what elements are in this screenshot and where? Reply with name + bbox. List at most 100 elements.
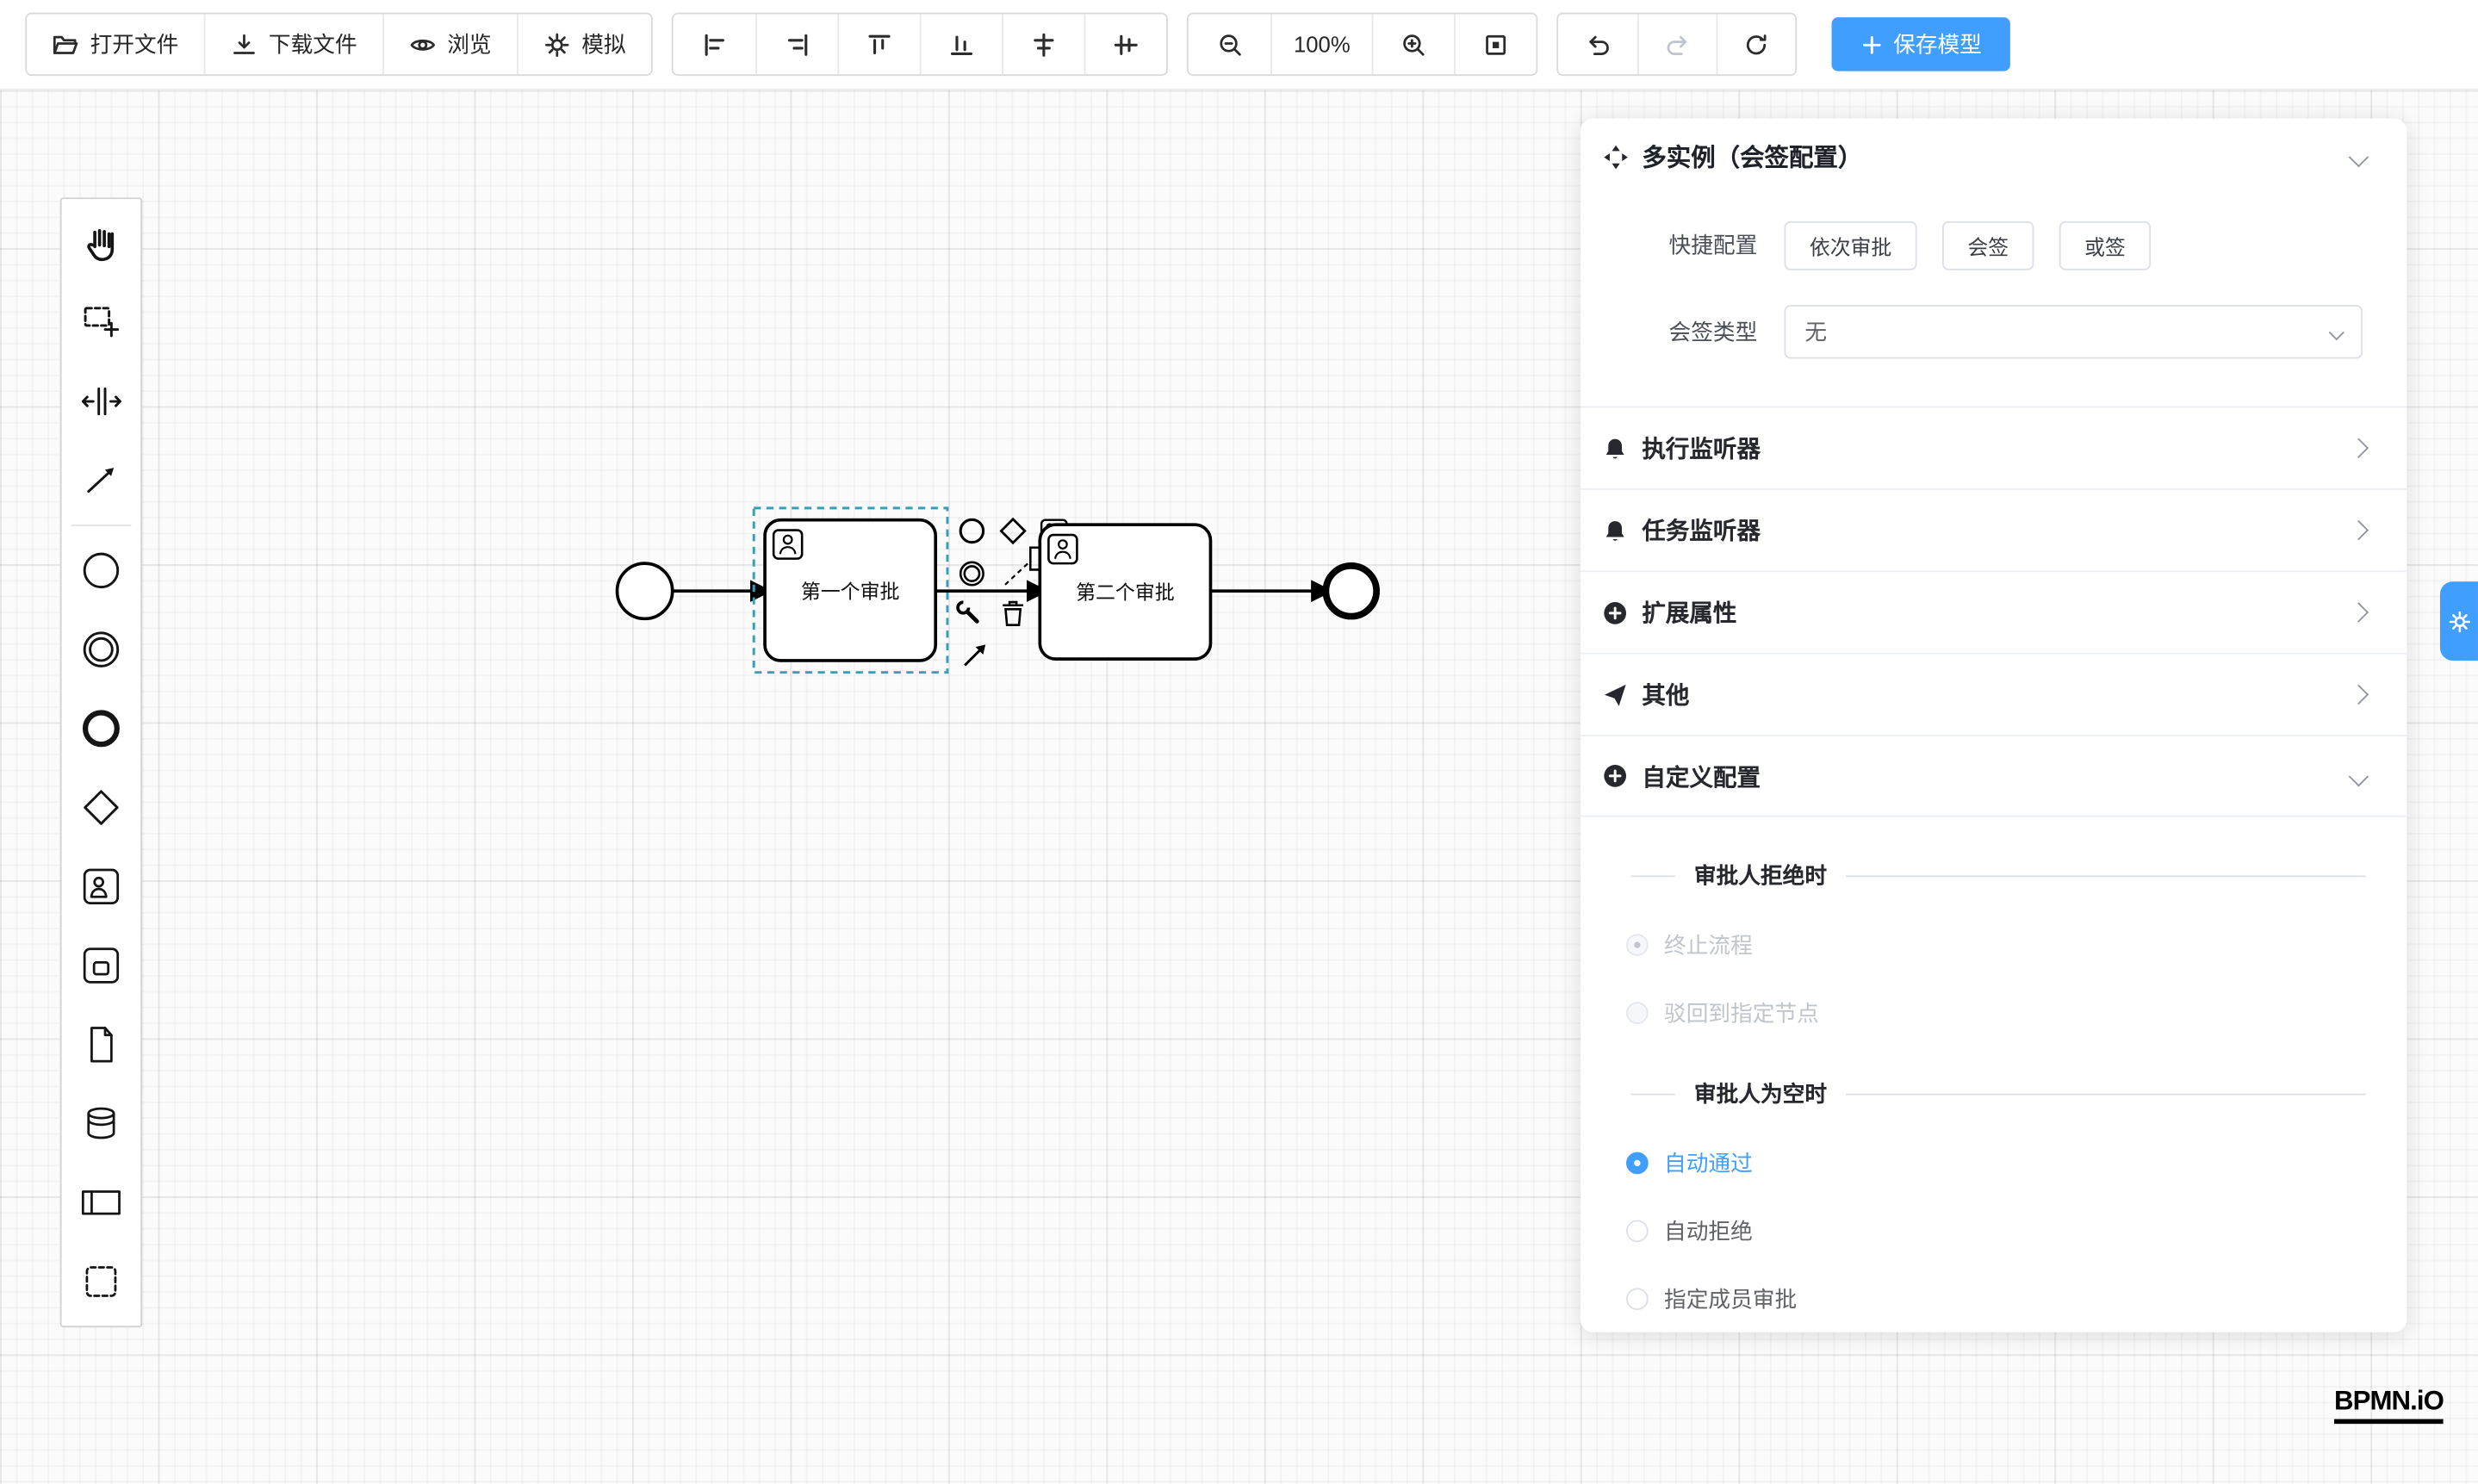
task-first-approval[interactable]: 第一个审批 bbox=[763, 518, 938, 662]
download-file-button[interactable]: 下载文件 bbox=[203, 14, 383, 75]
radio-dot bbox=[1626, 934, 1649, 957]
eye-icon bbox=[410, 38, 436, 50]
section-task-listener[interactable]: 任务监听器 bbox=[1580, 487, 2407, 570]
append-end-event-icon[interactable] bbox=[959, 518, 985, 544]
bell-icon bbox=[1602, 518, 1627, 543]
zoom-group: 100% bbox=[1186, 12, 1538, 77]
plus-circle-icon bbox=[1602, 763, 1627, 788]
wrench-icon[interactable] bbox=[956, 600, 979, 624]
sign-type-label: 会签类型 bbox=[1668, 319, 1758, 345]
align-center-icon bbox=[1034, 32, 1054, 56]
bpmn-io-logo[interactable]: BPMN.iO bbox=[2333, 1386, 2444, 1425]
radio-dot bbox=[1626, 1288, 1649, 1311]
quick-option-countersign[interactable]: 会签 bbox=[1941, 220, 2034, 270]
end-event[interactable] bbox=[1322, 562, 1380, 620]
radio-label: 自动拒绝 bbox=[1664, 1218, 1753, 1244]
create-sub-process[interactable] bbox=[62, 926, 141, 1005]
align-right-button[interactable] bbox=[755, 14, 838, 75]
group-icon bbox=[85, 1266, 117, 1297]
redo-icon bbox=[1667, 34, 1687, 55]
create-intermediate-event[interactable] bbox=[62, 610, 141, 689]
zoom-in-icon bbox=[1403, 34, 1425, 55]
section-execution-listener[interactable]: 执行监听器 bbox=[1580, 406, 2407, 488]
user-icon bbox=[772, 529, 804, 560]
radio-label: 自动通过 bbox=[1664, 1150, 1753, 1177]
data-store-icon bbox=[87, 1107, 115, 1139]
task-second-approval[interactable]: 第二个审批 bbox=[1038, 523, 1213, 661]
chevron-down-icon[interactable] bbox=[2348, 146, 2369, 167]
chevron-down-icon bbox=[2328, 324, 2344, 340]
align-left-button[interactable] bbox=[673, 14, 756, 75]
quick-option-orsign[interactable]: 或签 bbox=[2059, 220, 2152, 270]
create-end-event[interactable] bbox=[62, 689, 141, 768]
create-user-task[interactable] bbox=[62, 847, 141, 926]
connect-tool-icon[interactable] bbox=[964, 644, 986, 667]
lasso-tool[interactable] bbox=[62, 283, 141, 362]
send-icon bbox=[1602, 682, 1627, 707]
space-tool[interactable] bbox=[62, 362, 141, 441]
section-custom-config[interactable]: 自定义配置 bbox=[1580, 735, 2407, 817]
bell-icon bbox=[1602, 435, 1627, 460]
undo-button[interactable] bbox=[1558, 14, 1637, 75]
radio-label: 终止流程 bbox=[1664, 932, 1753, 958]
settings-tab[interactable] bbox=[2439, 581, 2478, 661]
append-intermediate-event-icon[interactable] bbox=[959, 561, 984, 587]
zoom-in-button[interactable] bbox=[1371, 14, 1455, 75]
align-bottom-button[interactable] bbox=[919, 14, 1003, 75]
task2-label: 第二个审批 bbox=[1076, 581, 1175, 603]
open-file-button[interactable]: 打开文件 bbox=[27, 14, 204, 75]
download-file-label: 下载文件 bbox=[268, 31, 357, 58]
refresh-button[interactable] bbox=[1716, 14, 1796, 75]
history-group bbox=[1556, 12, 1798, 77]
align-middle-button[interactable] bbox=[1084, 14, 1167, 75]
hand-tool[interactable] bbox=[62, 204, 141, 283]
append-gateway-icon[interactable] bbox=[999, 517, 1027, 545]
radio-terminate-process[interactable]: 终止流程 bbox=[1626, 923, 2407, 967]
zoom-out-button[interactable] bbox=[1188, 14, 1271, 75]
radio-dot bbox=[1626, 1220, 1649, 1243]
save-model-button[interactable]: 保存模型 bbox=[1831, 17, 2010, 71]
align-center-button[interactable] bbox=[1002, 14, 1084, 75]
create-gateway[interactable] bbox=[62, 768, 141, 848]
task1-label: 第一个审批 bbox=[801, 580, 900, 602]
create-file[interactable] bbox=[62, 1005, 141, 1084]
refresh-icon bbox=[1746, 34, 1767, 54]
section-label: 其他 bbox=[1642, 682, 1690, 710]
gateway-icon bbox=[84, 790, 119, 825]
create-group[interactable] bbox=[62, 1242, 141, 1321]
global-connect-tool[interactable] bbox=[62, 441, 141, 520]
trash-icon[interactable] bbox=[1003, 600, 1024, 626]
radio-auto-pass[interactable]: 自动通过 bbox=[1626, 1141, 2407, 1185]
quick-config-row: 快捷配置 依次审批 会签 或签 bbox=[1581, 214, 2407, 276]
section-label: 扩展属性 bbox=[1642, 600, 1737, 628]
sign-type-select[interactable]: 无 bbox=[1784, 305, 2363, 359]
create-start-event[interactable] bbox=[62, 531, 141, 610]
chevron-right-icon bbox=[2348, 602, 2369, 623]
quick-option-sequential[interactable]: 依次审批 bbox=[1784, 220, 1917, 270]
section-extended-properties[interactable]: 扩展属性 bbox=[1580, 570, 2407, 652]
hand-icon bbox=[87, 229, 115, 262]
redo-button[interactable] bbox=[1636, 14, 1717, 75]
start-event[interactable] bbox=[615, 562, 674, 621]
zoom-reset-button[interactable] bbox=[1454, 14, 1537, 75]
simulate-button[interactable]: 模拟 bbox=[516, 14, 651, 75]
plus-circle-icon bbox=[1602, 599, 1627, 624]
bpmn-palette bbox=[59, 197, 143, 1328]
section-other[interactable]: 其他 bbox=[1580, 652, 2407, 735]
radio-auto-reject[interactable]: 自动拒绝 bbox=[1626, 1209, 2407, 1253]
panel-title: 多实例（会签配置） bbox=[1642, 145, 1863, 172]
create-data-store[interactable] bbox=[62, 1084, 141, 1164]
user-task-icon bbox=[83, 868, 120, 904]
create-participant-pool[interactable] bbox=[62, 1163, 141, 1242]
preview-button[interactable]: 浏览 bbox=[382, 14, 517, 75]
quick-config-label: 快捷配置 bbox=[1668, 232, 1758, 258]
append-text-annotation-icon[interactable] bbox=[1004, 546, 1040, 586]
radio-return-to-node[interactable]: 驳回到指定节点 bbox=[1626, 990, 2407, 1034]
gear-icon bbox=[545, 32, 569, 57]
plus-icon bbox=[1862, 35, 1881, 53]
radio-assign-member[interactable]: 指定成员审批 bbox=[1626, 1277, 2407, 1321]
bpmn-canvas-diagram[interactable]: 第一个审批 bbox=[585, 474, 1438, 711]
align-top-button[interactable] bbox=[837, 14, 920, 75]
palette-separator bbox=[71, 525, 132, 526]
panel-header[interactable]: 多实例（会签配置） bbox=[1581, 119, 2407, 195]
